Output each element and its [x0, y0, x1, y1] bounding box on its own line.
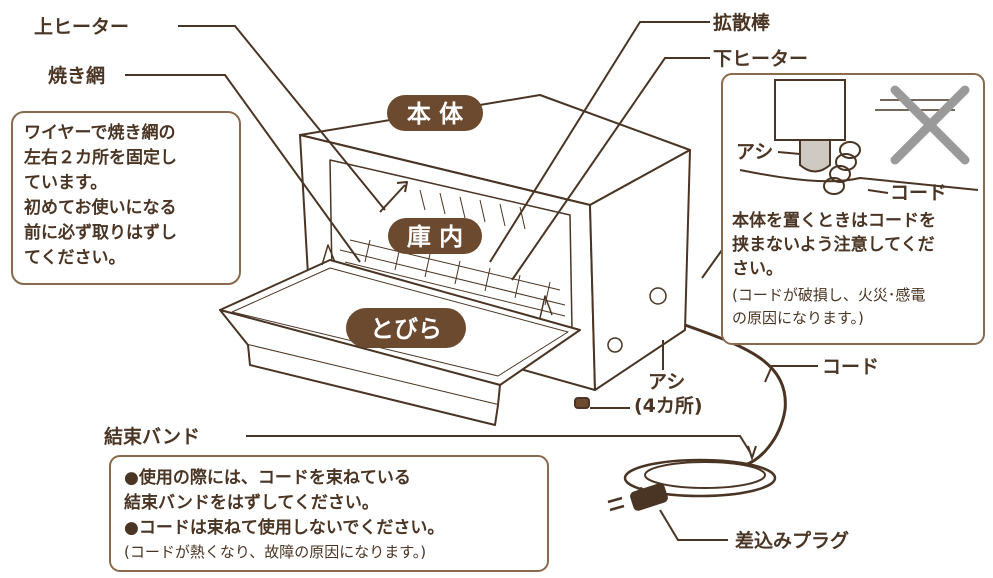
placement-sub-line-1: (コードが破損し、火災･感電	[732, 286, 925, 304]
placement-inset-box: アシ コード 本体を置くときはコードを 挟まないよう注意してくだ さい。 (コー…	[721, 73, 985, 345]
leader-lines	[125, 21, 818, 541]
tie-note-line-1: ●使用の際には、コードを束ねている	[124, 467, 411, 488]
door-label: とびら	[370, 315, 442, 343]
wire-note-line-5: 前に必ず取りはずし	[24, 222, 177, 243]
wire-note-line-2: 左右２カ所を固定し	[24, 147, 177, 168]
oven-illustration	[219, 94, 691, 426]
placement-note-line-1: 本体を置くときはコードを	[732, 210, 936, 231]
grill-rack-label: 焼き網	[48, 64, 105, 87]
main-body-pill: 本 体	[387, 95, 483, 131]
tie-note-box: ●使用の際には、コードを束ねている 結束バンドをはずしてください。 ●コードは束…	[109, 455, 549, 572]
foot-count-label: (4カ所)	[634, 395, 703, 417]
prohibited-cross-icon	[890, 85, 970, 165]
main-body-label: 本 体	[407, 100, 464, 128]
plug-label: 差込みプラグ	[735, 529, 849, 552]
placement-note-line-2: 挟まないよう注意してくだ	[732, 234, 935, 255]
tie-note-line-2: 結束バンドをはずしてください。	[124, 492, 379, 513]
wire-note-line-1: ワイヤーで焼き網の	[24, 122, 175, 143]
upper-heater-label: 上ヒーター	[34, 16, 129, 38]
cable-tie-label: 結束バンド	[104, 425, 200, 448]
foot-label: アシ	[648, 371, 685, 393]
wire-note-box: ワイヤーで焼き網の 左右２カ所を固定し ています。 初めてお使いになる 前に必ず…	[11, 111, 241, 285]
wire-note-line-6: てください。	[24, 248, 126, 268]
foot-inset-label: アシ	[736, 141, 773, 163]
placement-note-line-3: さい。	[732, 259, 783, 279]
interior-label: 庫 内	[407, 223, 463, 251]
tie-note-line-4: (コードが熱くなり、故障の原因になります。)	[124, 543, 426, 561]
placement-sub-line-2: の原因になります。)	[732, 309, 864, 327]
interior-pill: 庫 内	[388, 218, 482, 254]
lower-heater-label: 下ヒーター	[713, 48, 808, 70]
door-pill: とびら	[346, 308, 466, 348]
wire-note-line-3: ています。	[24, 173, 107, 193]
tie-note-line-3: ●コードは束ねて使用しないでください。	[124, 517, 444, 538]
cord-inset-label: コード	[890, 182, 947, 204]
cord-label: コード	[822, 356, 879, 378]
wire-note-line-4: 初めてお使いになる	[24, 197, 177, 218]
foot-on-cord-illustration	[732, 79, 979, 200]
plug-illustration	[607, 483, 668, 512]
diffuser-rod-label: 拡散棒	[713, 11, 771, 34]
